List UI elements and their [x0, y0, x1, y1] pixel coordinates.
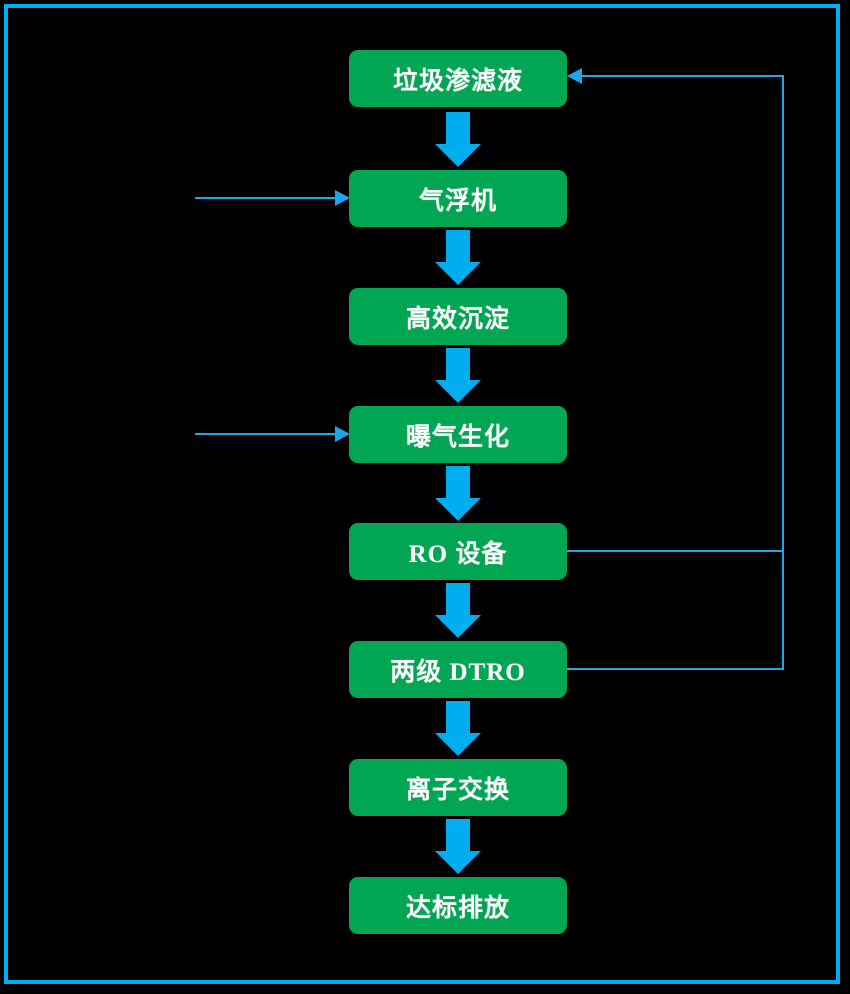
- flow-arrow-3-icon: [435, 348, 481, 403]
- input-arrowhead-flotation-icon: [335, 190, 350, 206]
- input-arrowhead-bio-icon: [335, 426, 350, 442]
- diagram-frame-border: [4, 4, 840, 984]
- node-aerobic-biological[interactable]: 曝气生化: [349, 406, 567, 463]
- node-ion-exchange[interactable]: 离子交换: [349, 759, 567, 816]
- flow-arrow-2-icon: [435, 230, 481, 285]
- node-ro-equipment[interactable]: RO 设备: [349, 523, 567, 580]
- recycle-arrowhead-icon: [567, 68, 582, 84]
- node-high-efficiency-sedimentation[interactable]: 高效沉淀: [349, 288, 567, 345]
- node-two-stage-dtro[interactable]: 两级 DTRO: [349, 641, 567, 698]
- recycle-line-dtro: [567, 668, 784, 670]
- flow-arrow-5-icon: [435, 583, 481, 638]
- node-leachate-influent[interactable]: 垃圾渗滤液: [349, 50, 567, 107]
- flow-arrow-4-icon: [435, 466, 481, 521]
- flow-arrow-1-icon: [435, 112, 481, 167]
- node-air-flotation[interactable]: 气浮机: [349, 170, 567, 227]
- recycle-line-return-top: [578, 75, 784, 77]
- input-line-aeration-flotation: [195, 197, 343, 199]
- recycle-line-ro: [567, 550, 784, 552]
- input-line-aeration-bio: [195, 433, 343, 435]
- flow-arrow-6-icon: [435, 701, 481, 756]
- recycle-trunk-vertical: [782, 75, 784, 670]
- flow-arrow-7-icon: [435, 819, 481, 874]
- node-compliant-discharge[interactable]: 达标排放: [349, 877, 567, 934]
